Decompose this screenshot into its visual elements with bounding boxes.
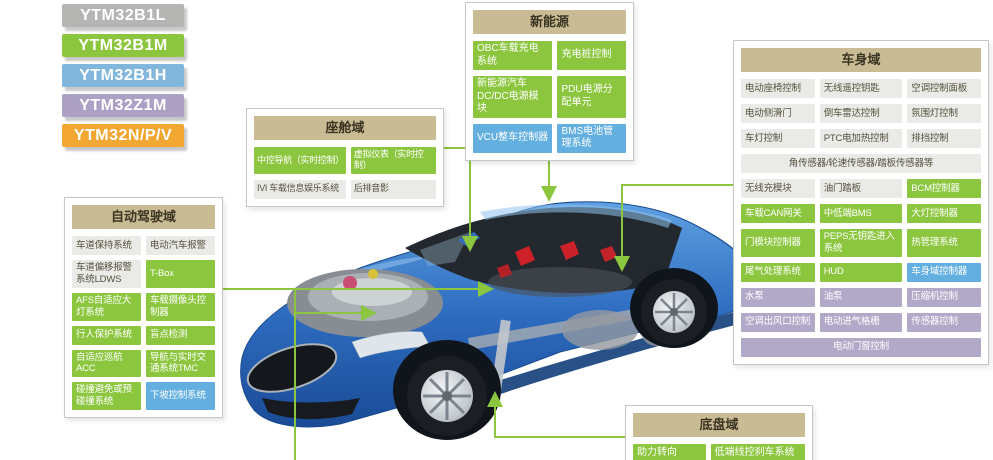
panel-chassis: 底盘域 助力转向低端线控刹车系统 xyxy=(625,405,813,460)
adas-item: 导航与实时交通系统TMC xyxy=(146,349,215,378)
adas-item: 盲点检测 xyxy=(146,325,215,345)
body-domain-item: 门模块控制器 xyxy=(741,229,815,257)
new-energy-item: OBC车载充电系统 xyxy=(473,41,553,70)
chassis-item: 助力转向 xyxy=(633,444,706,460)
body-domain-item: 电动侧滑门 xyxy=(741,104,815,123)
body-domain-item: 热管理系统 xyxy=(907,229,981,257)
body-domain-item: 无线遥控钥匙 xyxy=(819,79,903,98)
body-domain-item: 尾气处理系统 xyxy=(741,262,815,282)
body-domain-item: 空调出风口控制 xyxy=(741,312,815,332)
panel-title-adas: 自动驾驶域 xyxy=(72,205,215,229)
panel-items-chassis: 助力转向低端线控刹车系统 xyxy=(633,444,805,460)
panel-title-cockpit: 座舱域 xyxy=(254,116,436,140)
adas-item: 行人保护系统 xyxy=(72,325,141,345)
adas-item: T-Box xyxy=(146,260,215,288)
panel-title-body-domain: 车身域 xyxy=(741,48,981,72)
panel-items-cockpit: 中控导航（实时控制）虚拟仪表（实时控制）IVI 车载信息娱乐系统后排音影 xyxy=(254,147,436,199)
chip-label: YTM32B1L xyxy=(62,4,184,27)
adas-item: 自适应巡航ACC xyxy=(72,349,141,378)
body-domain-item: PEPS无钥匙进入系统 xyxy=(819,229,903,257)
body-domain-item: 电动进气格栅 xyxy=(819,312,903,332)
body-domain-item: 水泵 xyxy=(741,287,815,307)
body-domain-item: 车载CAN网关 xyxy=(741,204,815,223)
new-energy-item: PDU电源分配单元 xyxy=(557,76,626,118)
chip-label: YTM32B1M xyxy=(62,34,184,57)
chip-label: YTM32N/P/V xyxy=(62,124,184,147)
body-domain-item: 空调控制面板 xyxy=(907,79,981,98)
adas-item: 碰撞避免或预碰撞系统 xyxy=(72,382,141,410)
panel-title-new-energy: 新能源 xyxy=(473,10,626,34)
adas-item: 车道保持系统 xyxy=(72,236,141,255)
body-domain-item: 传感器控制 xyxy=(907,312,981,332)
body-domain-item: 油门踏板 xyxy=(819,179,903,198)
adas-item: AFS自适应大灯系统 xyxy=(72,292,141,321)
body-domain-item: HUD xyxy=(819,262,903,282)
body-domain-item: 氛围灯控制 xyxy=(907,104,981,123)
chip-label: YTM32B1H xyxy=(62,64,184,87)
body-domain-item: 大灯控制器 xyxy=(907,204,981,223)
body-domain-item: 倒车雷达控制 xyxy=(819,104,903,123)
panel-cockpit: 座舱域 中控导航（实时控制）虚拟仪表（实时控制）IVI 车载信息娱乐系统后排音影 xyxy=(246,108,444,207)
cockpit-item: 中控导航（实时控制） xyxy=(254,147,346,174)
new-energy-item: 新能源汽车DC/DC电源模块 xyxy=(473,76,553,118)
chip-label-list: YTM32B1L YTM32B1M YTM32B1H YTM32Z1M YTM32N/P… xyxy=(62,4,192,154)
chip-label: YTM32Z1M xyxy=(62,94,184,117)
cockpit-item: 后排音影 xyxy=(350,179,436,199)
chassis-item: 低端线控刹车系统 xyxy=(710,444,805,460)
cockpit-item: 虚拟仪表（实时控制） xyxy=(350,147,436,174)
new-energy-item: 充电桩控制 xyxy=(557,41,626,70)
body-domain-item: 中低端BMS xyxy=(819,204,903,223)
cockpit-item: IVI 车载信息娱乐系统 xyxy=(254,179,346,199)
adas-item: 下坡控制系统 xyxy=(146,382,215,410)
new-energy-item: BMS电池管理系统 xyxy=(557,123,626,153)
body-domain-item: 排挡控制 xyxy=(907,129,981,148)
new-energy-item: VCU整车控制器 xyxy=(473,123,553,153)
adas-item: 电动汽车报警 xyxy=(146,236,215,255)
body-domain-item: 角传感器/轮速传感器/踏板传感器等 xyxy=(741,154,981,173)
body-domain-item: 压缩机控制 xyxy=(907,287,981,307)
body-domain-item: 电动门窗控制 xyxy=(741,337,981,357)
body-domain-item: 车身域控制器 xyxy=(907,262,981,282)
adas-item: 车载摄像头控制器 xyxy=(146,292,215,321)
body-domain-item: 无线充模块 xyxy=(741,179,815,198)
body-domain-item: 车灯控制 xyxy=(741,129,815,148)
adas-item: 车道偏移报警系统LDWS xyxy=(72,260,141,288)
panel-title-chassis: 底盘域 xyxy=(633,413,805,437)
body-domain-item: PTC电加热控制 xyxy=(819,129,903,148)
panel-body-domain: 车身域 电动座椅控制无线遥控钥匙空调控制面板电动侧滑门倒车雷达控制氛围灯控制车灯… xyxy=(733,40,989,365)
body-domain-item: 电动座椅控制 xyxy=(741,79,815,98)
body-domain-item: BCM控制器 xyxy=(907,179,981,198)
body-domain-item: 油泵 xyxy=(819,287,903,307)
